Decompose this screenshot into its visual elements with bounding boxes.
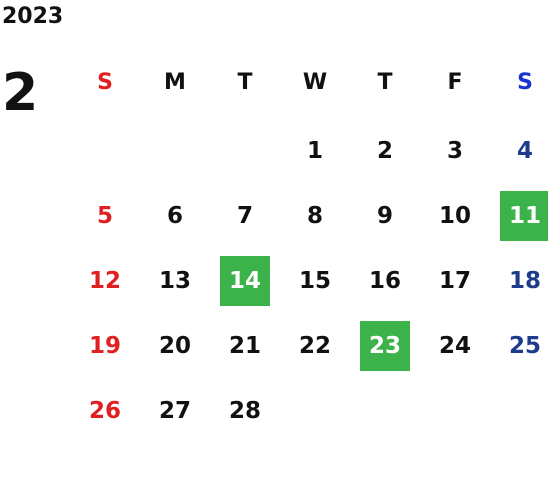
day-8[interactable]: 8 xyxy=(306,202,323,229)
day-4[interactable]: 4 xyxy=(516,137,533,164)
day-16[interactable]: 16 xyxy=(368,267,401,294)
day-15[interactable]: 15 xyxy=(298,267,331,294)
day-cell: 13 xyxy=(140,248,210,313)
day-cell: 2 xyxy=(350,118,420,183)
weekday-tuesday: T xyxy=(237,69,253,95)
day-14[interactable]: 14 xyxy=(220,255,270,306)
day-22[interactable]: 22 xyxy=(298,332,331,359)
day-25[interactable]: 25 xyxy=(508,332,541,359)
weekday-sunday: S xyxy=(97,69,113,95)
day-18[interactable]: 18 xyxy=(508,267,541,294)
day-24[interactable]: 24 xyxy=(438,332,471,359)
day-cell: 20 xyxy=(140,313,210,378)
day-7[interactable]: 7 xyxy=(236,202,253,229)
day-cell: 7 xyxy=(210,183,280,248)
day-cell: 14 xyxy=(210,248,280,313)
day-5[interactable]: 5 xyxy=(96,202,113,229)
day-21[interactable]: 21 xyxy=(228,332,261,359)
day-cell: 26 xyxy=(70,378,140,443)
day-cell: 16 xyxy=(350,248,420,313)
empty-day-cell xyxy=(70,118,140,183)
day-cell: 9 xyxy=(350,183,420,248)
weekday-header-row: S M T W T F S xyxy=(70,62,548,102)
day-cell: 23 xyxy=(350,313,420,378)
day-cell: 21 xyxy=(210,313,280,378)
weekday-thursday: T xyxy=(377,69,393,95)
day-cell: 19 xyxy=(70,313,140,378)
day-12[interactable]: 12 xyxy=(88,267,121,294)
day-cell: 5 xyxy=(70,183,140,248)
day-26[interactable]: 26 xyxy=(88,397,121,424)
day-20[interactable]: 20 xyxy=(158,332,191,359)
day-9[interactable]: 9 xyxy=(376,202,393,229)
day-27[interactable]: 27 xyxy=(158,397,191,424)
day-1[interactable]: 1 xyxy=(306,137,323,164)
day-17[interactable]: 17 xyxy=(438,267,471,294)
day-cell: 11 xyxy=(490,183,548,248)
weekday-wednesday: W xyxy=(302,69,328,95)
day-cell: 4 xyxy=(490,118,548,183)
empty-day-cell xyxy=(140,118,210,183)
day-cell: 8 xyxy=(280,183,350,248)
day-10[interactable]: 10 xyxy=(438,202,471,229)
day-cell: 22 xyxy=(280,313,350,378)
day-cell: 12 xyxy=(70,248,140,313)
day-cell: 15 xyxy=(280,248,350,313)
empty-day-cell xyxy=(210,118,280,183)
day-cell: 27 xyxy=(140,378,210,443)
weekday-monday: M xyxy=(164,69,186,95)
weekday-saturday: S xyxy=(517,69,533,95)
day-13[interactable]: 13 xyxy=(158,267,191,294)
weekday-friday: F xyxy=(447,69,463,95)
day-cell: 1 xyxy=(280,118,350,183)
day-cell: 28 xyxy=(210,378,280,443)
day-cell: 25 xyxy=(490,313,548,378)
day-11[interactable]: 11 xyxy=(500,190,548,241)
day-cell: 10 xyxy=(420,183,490,248)
day-19[interactable]: 19 xyxy=(88,332,121,359)
day-23[interactable]: 23 xyxy=(360,320,410,371)
day-2[interactable]: 2 xyxy=(376,137,393,164)
month-number: 2 xyxy=(2,63,39,123)
day-cell: 3 xyxy=(420,118,490,183)
day-28[interactable]: 28 xyxy=(228,397,261,424)
day-3[interactable]: 3 xyxy=(446,137,463,164)
day-cell: 17 xyxy=(420,248,490,313)
year-label: 2023 xyxy=(2,4,64,29)
day-cell: 24 xyxy=(420,313,490,378)
day-cell: 18 xyxy=(490,248,548,313)
day-6[interactable]: 6 xyxy=(166,202,183,229)
day-cell: 6 xyxy=(140,183,210,248)
